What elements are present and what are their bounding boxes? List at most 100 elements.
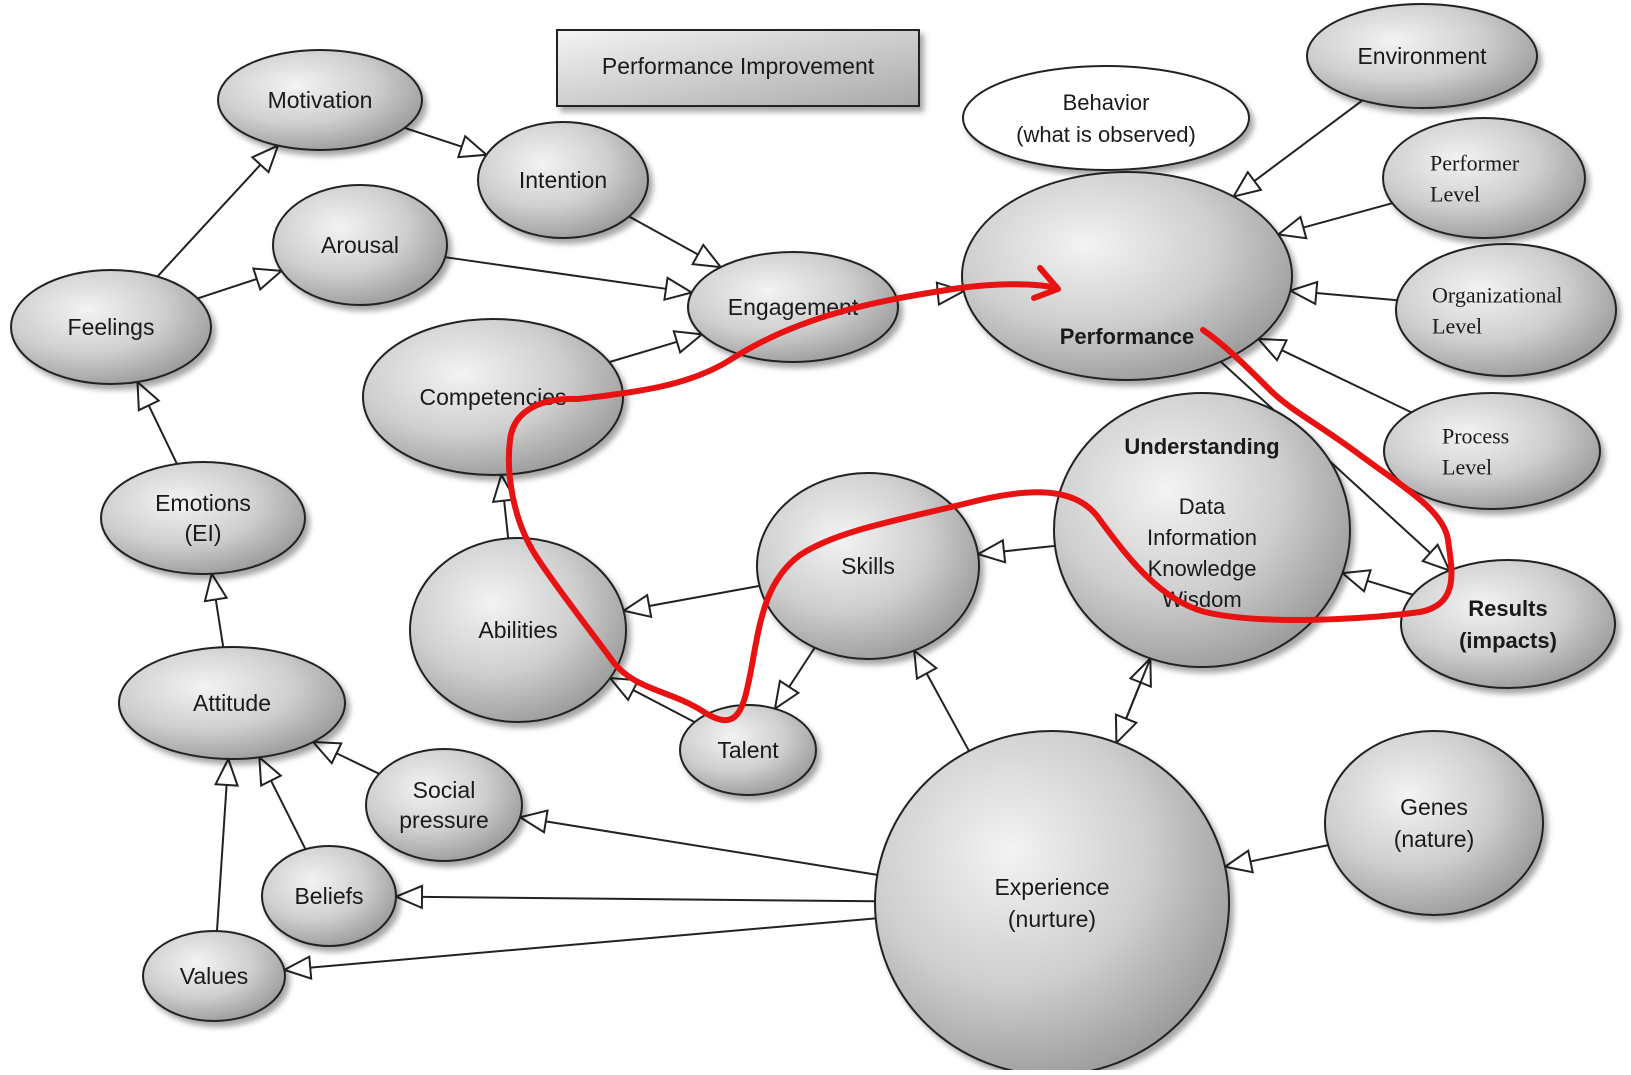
arrowhead [251,267,284,292]
environment-label-line-0: Environment [1357,43,1487,69]
genes-label-line-1: (nature) [1394,826,1475,852]
organizational-level-label-line-1: Level [1432,314,1482,339]
node-experience: Experience (nurture) [874,730,1230,1075]
edge-emotions-to-feelings [136,379,178,465]
arrowhead [1287,280,1319,306]
arrowhead [773,679,801,711]
edge-intention-to-engagement [628,215,723,269]
intention-label-line-0: Intention [519,167,607,193]
node-results: Results (impacts) [1400,559,1616,689]
experience-label-line-0: Experience [994,874,1109,900]
node-understanding: UnderstandingDataInformationKnowledgeWis… [1053,392,1351,668]
arrowhead [214,756,240,787]
understanding-item-0: Data [1179,494,1226,519]
abilities-label-line-0: Abilities [478,617,557,643]
edge-genes-to-experience [1222,844,1329,874]
arrowhead [517,809,549,834]
edge-skills-to-abilities [621,584,760,619]
arrowhead [258,755,283,788]
edge-competencies-to-engagement [608,330,705,364]
arrowhead [1340,569,1372,594]
arrowhead [136,379,161,412]
node-motivation: Motivation [217,49,423,151]
values-label-line-0: Values [180,963,249,989]
arrowhead [1231,170,1263,199]
engagement-label-line-0: Engagement [728,294,859,320]
red-arrowhead [1031,265,1061,301]
edge-motivation-to-intention [404,126,489,159]
understanding-title: Understanding [1124,434,1279,459]
node-attitude: Attitude [118,646,346,760]
results-label-line-0: Results [1468,596,1547,621]
node-feelings: Feelings [10,269,212,385]
arrowhead [281,955,313,980]
arrowhead [1256,337,1289,362]
title-box: Performance Improvement [556,29,920,107]
node-performance: Performance [961,171,1293,381]
node-genes: Genes (nature) [1324,730,1544,916]
performance-label-line-0: Performance [1060,324,1195,349]
edge-talent-to-abilities [607,676,696,724]
edge-process_level-to-performance [1256,337,1412,414]
edge-skills-to-talent [773,647,816,711]
edge-environment-to-performance [1231,99,1363,199]
understanding-item-1: Information [1147,525,1257,550]
arrowhead [310,740,343,765]
results-label-line-1: (impacts) [1459,628,1557,653]
edge-attitude-to-emotions [203,571,229,648]
arrowhead [203,571,229,603]
edge-results-to-understanding [1340,569,1414,596]
genes-label-line-0: Genes [1400,794,1468,820]
arrowhead [1114,713,1139,746]
understanding-item-2: Knowledge [1148,556,1257,581]
node-talent: Talent [679,704,817,796]
node-skills: Skills [756,472,980,660]
behavior-label-line-1: (what is observed) [1016,122,1196,147]
beliefs-label-line-0: Beliefs [294,883,363,909]
node-values: Values [142,930,286,1022]
node-abilities: Abilities [409,537,627,723]
red-annotation-upper [575,281,1060,402]
performer-level-label-line-1: Level [1430,182,1480,207]
edge-arousal-to-engagement [445,256,695,302]
arrowhead [393,884,424,910]
edge-understanding-to-skills [975,538,1056,564]
arrowhead [607,676,640,702]
node-behavior: Behavior(what is observed) [962,65,1250,171]
red-annotation-stroke [505,327,1455,724]
feelings-label-line-0: Feelings [68,314,155,340]
experience-label-line-1: (nurture) [1008,906,1096,932]
arrowhead [250,143,280,174]
competencies-label-line-0: Competencies [419,384,566,410]
organizational-level-label-line-0: Organizational [1432,283,1562,308]
node-emotions: Emotions(EI) [100,461,306,575]
emotions-label-line-0: Emotions [155,490,251,516]
node-environment: Environment [1306,3,1538,109]
edges-layer [136,99,1452,980]
arrowhead [975,538,1007,564]
node-intention: Intention [477,121,649,239]
arrowhead [1275,215,1308,240]
edge-experience-to-skills [912,648,970,752]
arrowhead [663,276,695,302]
arrowhead [1421,543,1452,573]
edge-feelings-to-motivation [156,143,280,278]
nodes-layer: MotivationIntentionArousalFeelingsEngage… [10,3,1617,1075]
edge-social_pressure-to-attitude [310,740,380,775]
process-level-label-line-0: Process [1442,424,1509,449]
arrowhead [691,243,723,269]
title-text: Performance Improvement [602,53,875,79]
edge-beliefs-to-attitude [258,755,307,850]
skills-label-line-0: Skills [841,553,895,579]
motivation-label-line-0: Motivation [268,87,373,113]
talent-label-line-0: Talent [717,737,779,763]
node-beliefs: Beliefs [261,845,397,947]
node-competencies: Competencies [362,318,624,476]
edge-organizational_level-to-performance [1287,280,1398,306]
edge-experience-to-social_pressure [517,809,878,876]
edge-feelings-to-arousal [197,267,284,300]
